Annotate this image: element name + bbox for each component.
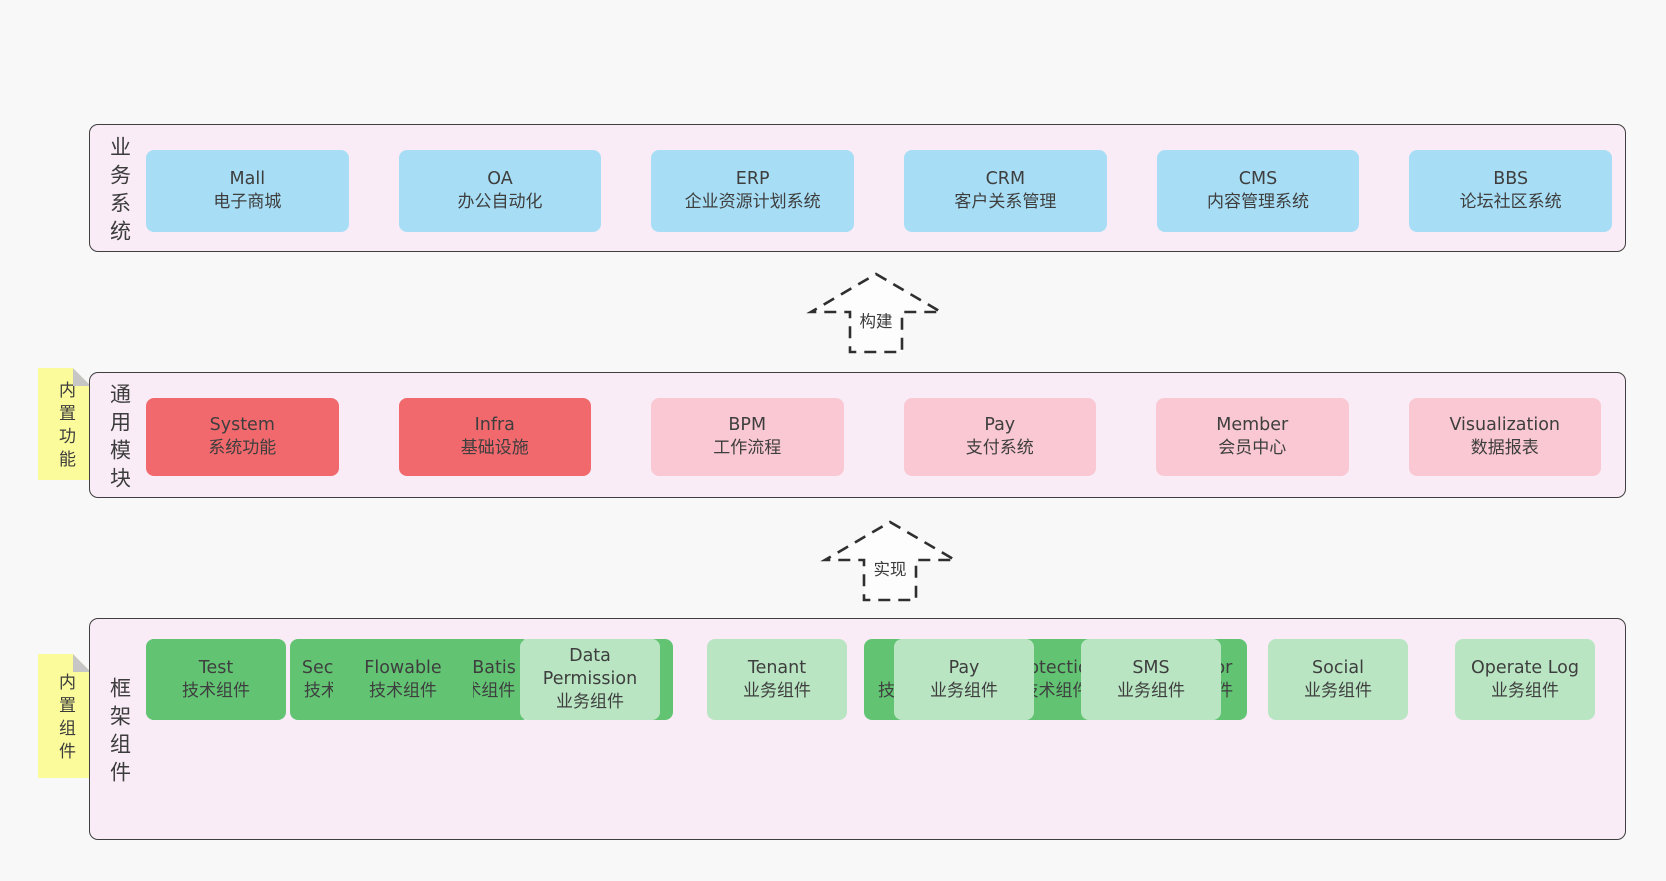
box-title: Operate Log bbox=[1470, 657, 1580, 678]
box-subtitle: 业务组件 bbox=[743, 680, 811, 701]
folded-corner-icon bbox=[73, 654, 91, 672]
layer-label-business-systems: 业务系统 bbox=[107, 135, 132, 248]
box-title: System bbox=[209, 415, 275, 436]
box-title: Pay bbox=[984, 415, 1016, 436]
box-subtitle: 客户关系管理 bbox=[954, 192, 1057, 213]
box-title: Infra bbox=[474, 415, 515, 436]
box-subtitle: 会员中心 bbox=[1218, 438, 1287, 459]
box-title: BPM bbox=[728, 415, 767, 436]
box-title: CRM bbox=[985, 169, 1026, 190]
sticky-note-builtin-components: 内置组件 bbox=[38, 654, 91, 778]
box-subtitle: 技术组件 bbox=[369, 680, 437, 701]
box-subtitle: 业务组件 bbox=[930, 680, 998, 701]
box-subtitle: 电子商城 bbox=[213, 192, 282, 213]
box-title: CMS bbox=[1238, 169, 1278, 190]
folded-corner-icon bbox=[73, 368, 91, 386]
box-subtitle: 论坛社区系统 bbox=[1459, 192, 1562, 213]
box-subtitle: 支付系统 bbox=[965, 438, 1034, 459]
box-title: Mall bbox=[229, 169, 266, 190]
sticky-note-label: 内置组件 bbox=[55, 673, 75, 765]
layer-label-framework-components: 框架组件 bbox=[107, 676, 132, 789]
box-title: BBS bbox=[1493, 169, 1529, 190]
arrow-build: 构建 bbox=[806, 272, 946, 354]
layer-framework-components: 框架组件 Web技术组件Security技术组件MyBatis技术组件Redis… bbox=[89, 618, 1626, 840]
box-subtitle: 企业资源计划系统 bbox=[684, 192, 821, 213]
box-subtitle: 技术组件 bbox=[182, 680, 250, 701]
framework-components-rows: Web技术组件Security技术组件MyBatis技术组件Redis技术组件M… bbox=[146, 639, 1595, 824]
box-subtitle: 业务组件 bbox=[1117, 680, 1185, 701]
box-title: Social bbox=[1312, 657, 1364, 678]
box-subtitle: 业务组件 bbox=[1491, 680, 1559, 701]
arrow-implement-label: 实现 bbox=[870, 556, 910, 580]
arrow-implement: 实现 bbox=[820, 520, 960, 602]
box-subtitle: 业务组件 bbox=[556, 692, 624, 713]
box-subtitle: 技术组件 bbox=[1021, 680, 1090, 701]
box-subtitle: 系统功能 bbox=[208, 438, 277, 459]
sticky-note-builtin-features: 内置功能 bbox=[38, 368, 91, 480]
sticky-note-label: 内置功能 bbox=[55, 381, 75, 473]
box-subtitle: 工作流程 bbox=[713, 438, 782, 459]
box-title: Tenant bbox=[747, 657, 807, 678]
box-subtitle: 内容管理系统 bbox=[1206, 192, 1309, 213]
box-title: OA bbox=[487, 169, 513, 190]
layer-label-common-modules: 通用模块 bbox=[107, 382, 132, 495]
box-title: Flowable bbox=[364, 657, 442, 678]
box-title: Data Permission bbox=[542, 646, 638, 690]
box-title: Member bbox=[1216, 415, 1289, 436]
box-subtitle: 业务组件 bbox=[1304, 680, 1372, 701]
box-subtitle: 基础设施 bbox=[460, 438, 529, 459]
box-title: Test bbox=[198, 657, 234, 678]
box-title: ERP bbox=[735, 169, 770, 190]
box-subtitle: 办公自动化 bbox=[457, 192, 543, 213]
box-title: Pay bbox=[948, 657, 980, 678]
box-title: SMS bbox=[1132, 657, 1170, 678]
box-subtitle: 数据报表 bbox=[1470, 438, 1539, 459]
arrow-build-label: 构建 bbox=[856, 308, 896, 332]
box-title: Visualization bbox=[1449, 415, 1561, 436]
